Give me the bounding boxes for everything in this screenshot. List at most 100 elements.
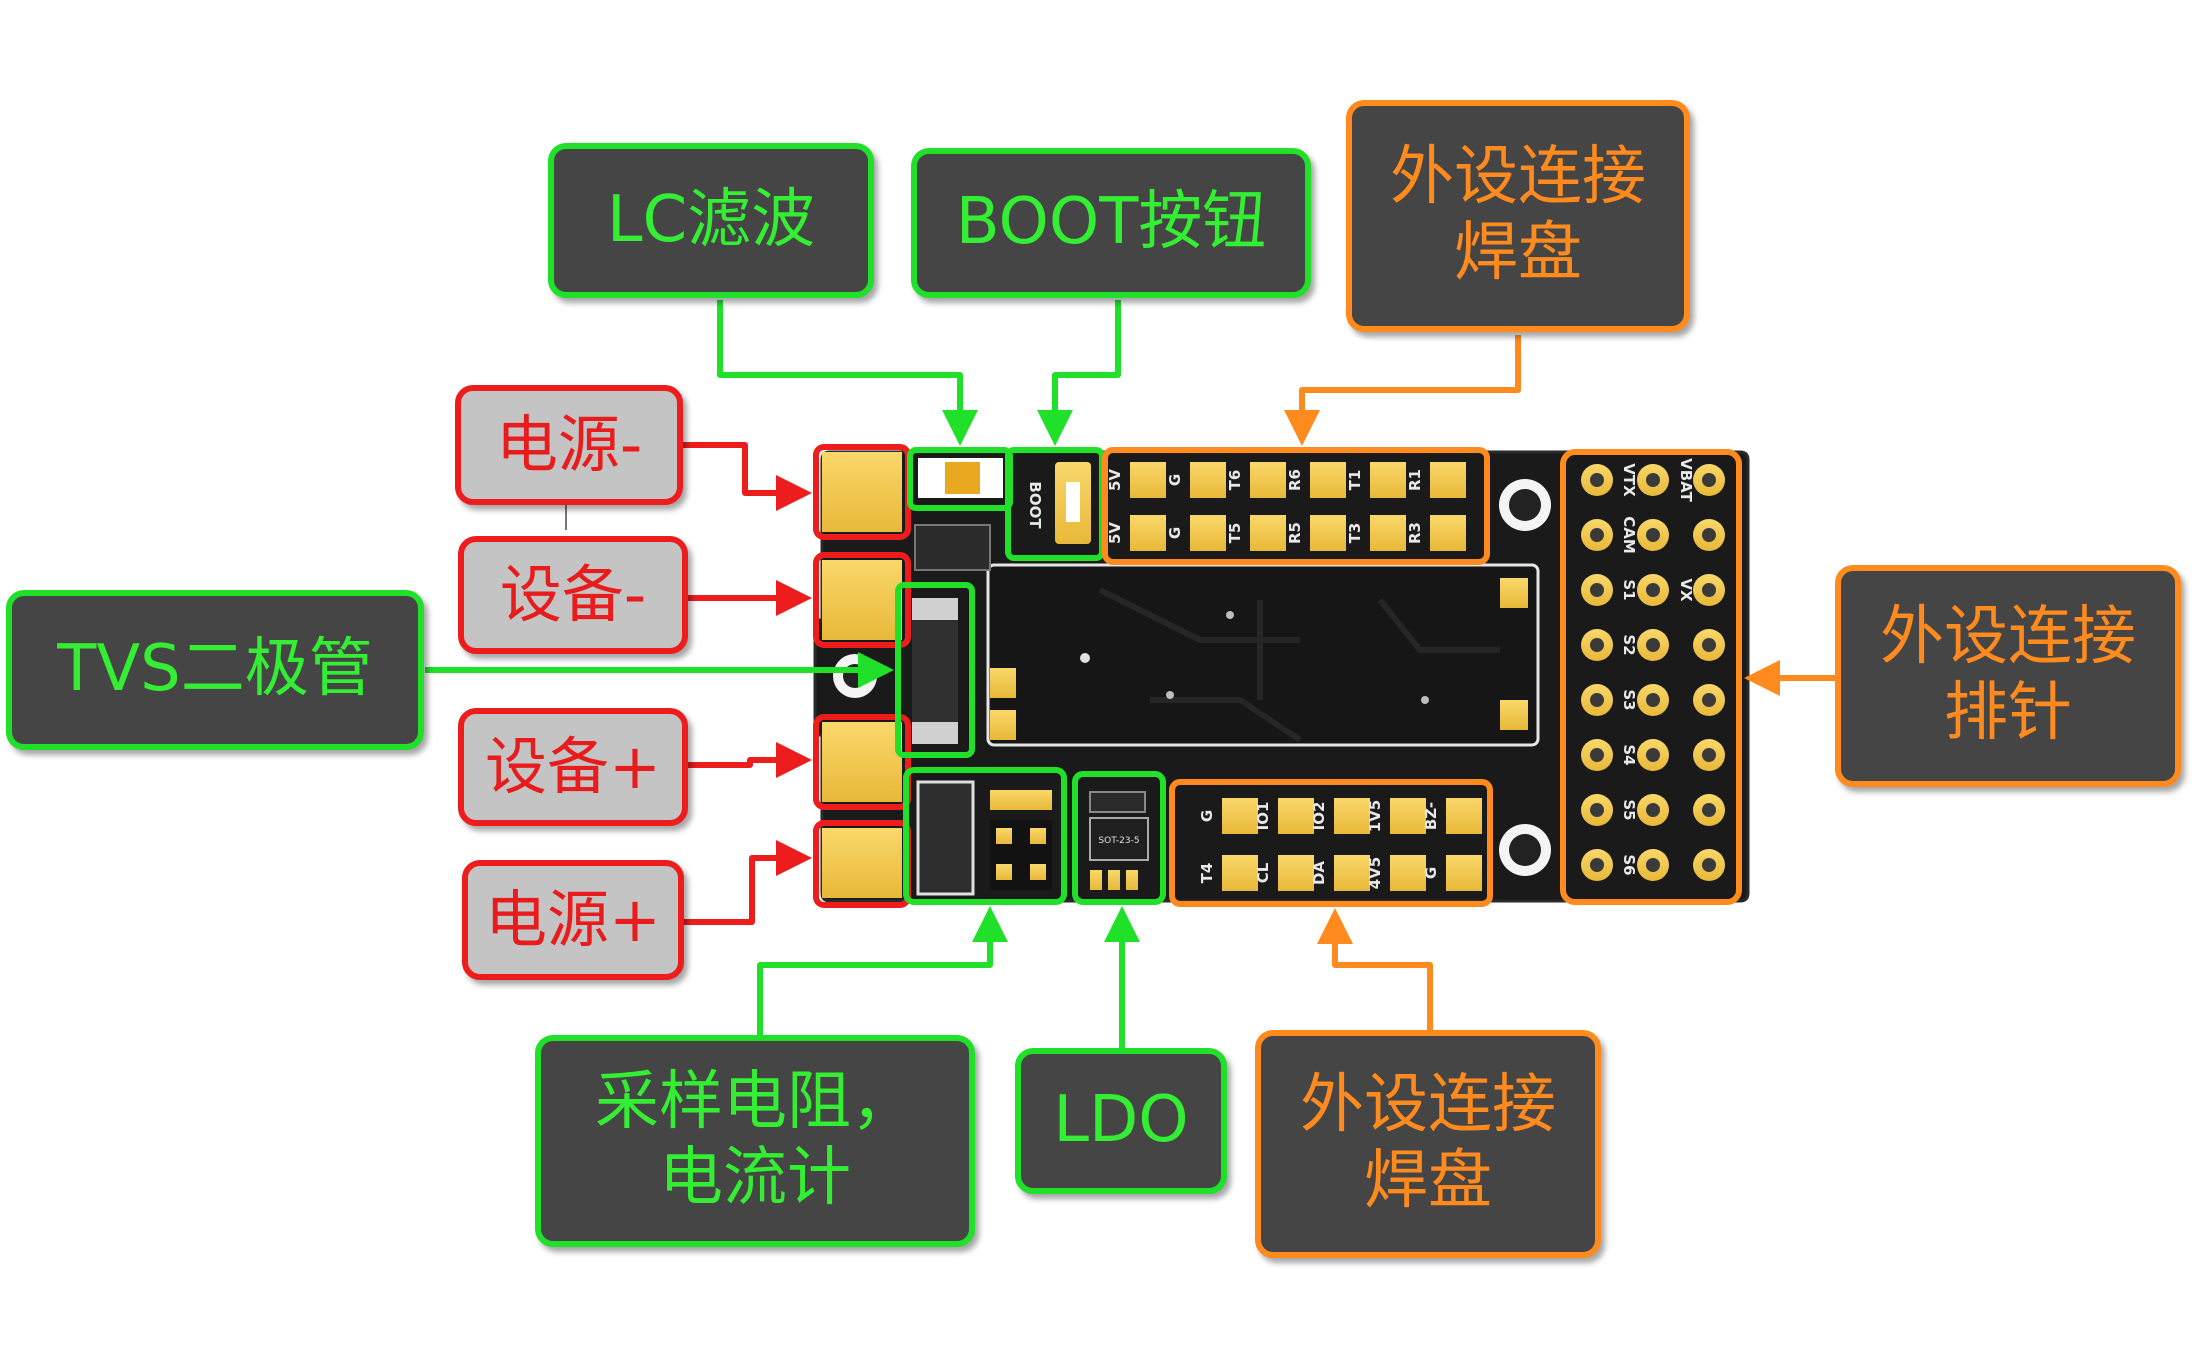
solder-pad <box>1130 515 1166 551</box>
header-pin-hole <box>1590 583 1604 597</box>
device-plus-label: 设备+ <box>485 730 661 804</box>
solder-pad <box>1250 515 1286 551</box>
shunt-resistor-label: 采样电阻， 电流计 <box>595 1065 915 1215</box>
header-pin-hole <box>1646 693 1660 707</box>
solder-pad <box>1390 798 1426 834</box>
pad-label: 5V <box>1106 469 1124 491</box>
header-label: CAM <box>1620 516 1638 554</box>
header-pin-hole <box>1646 528 1660 542</box>
solder-pad <box>1334 855 1370 891</box>
pad-label: G <box>1166 527 1184 539</box>
tvs-diode-component <box>895 582 975 758</box>
header-label: S3 <box>1620 689 1638 710</box>
header-label: S1 <box>1620 579 1638 600</box>
pad-label: 5V <box>1106 522 1124 544</box>
header-label: VBAT <box>1677 458 1695 502</box>
header-pins-callout: 外设连接 排针 <box>1835 565 2181 787</box>
header-pin-hole <box>1590 528 1604 542</box>
pad-label: G <box>1166 474 1184 486</box>
pad-label: R5 <box>1286 522 1304 544</box>
header-pin-hole <box>1702 473 1716 487</box>
header-pin-hole <box>1702 693 1716 707</box>
header-label: S4 <box>1620 744 1638 765</box>
header-pin-hole <box>1590 748 1604 762</box>
connector-lines <box>425 300 1838 1050</box>
solder-pad <box>1334 798 1370 834</box>
pads-top-callout: 外设连接 焊盘 <box>1346 100 1690 332</box>
solder-pad <box>1430 462 1466 498</box>
solder-pad <box>1278 855 1314 891</box>
boot-button-label: BOOT按钮 <box>955 185 1267 260</box>
pads-bottom-callout: 外设连接 焊盘 <box>1255 1030 1601 1258</box>
ldo-label: LDO <box>1053 1083 1189 1158</box>
pads-bottom-label: 外设连接 焊盘 <box>1300 1068 1556 1218</box>
solder-pad <box>1390 855 1426 891</box>
power-plus-callout: 电源+ <box>462 860 684 980</box>
pad-label: CL <box>1254 862 1272 883</box>
lc-filter-callout: LC滤波 <box>548 143 874 298</box>
power-minus-label: 电源- <box>495 408 643 482</box>
pad-label: R6 <box>1286 469 1304 491</box>
header-pin-hole <box>1702 858 1716 872</box>
pad-label: T4 <box>1198 863 1216 884</box>
pad-label: BZ- <box>1422 802 1440 830</box>
pad-label: IO1 <box>1254 802 1272 831</box>
power-minus-callout: 电源- <box>455 385 683 505</box>
shunt-resistor-component <box>903 767 1067 905</box>
header-label: VTX <box>1620 463 1638 497</box>
header-pin-hole <box>1590 473 1604 487</box>
header-pin-hole <box>1702 748 1716 762</box>
pad-label: G <box>1422 867 1440 879</box>
solder-pad <box>1190 462 1226 498</box>
lc-filter-label: LC滤波 <box>606 182 816 257</box>
header-pin-hole <box>1646 638 1660 652</box>
device-minus-callout: 设备- <box>458 536 688 654</box>
shunt-resistor-callout: 采样电阻， 电流计 <box>535 1035 975 1247</box>
ldo-component: SOT-23-5 <box>1072 771 1166 905</box>
solder-pad <box>1446 798 1482 834</box>
header-pin-hole <box>1646 473 1660 487</box>
header-pin-hole <box>1590 803 1604 817</box>
header-pin-hole <box>1646 748 1660 762</box>
header-pin-hole <box>1646 858 1660 872</box>
header-pin-hole <box>1646 583 1660 597</box>
solder-pad <box>1370 515 1406 551</box>
pad-label: 1V5 <box>1366 800 1384 832</box>
solder-pad <box>1190 515 1226 551</box>
device-minus-label: 设备- <box>499 558 647 632</box>
tvs-diode-callout: TVS二极管 <box>6 590 424 750</box>
solder-pad <box>1446 855 1482 891</box>
header-label: S5 <box>1620 799 1638 820</box>
solder-pad <box>1222 855 1258 891</box>
solder-pad <box>1310 462 1346 498</box>
pad-label: T5 <box>1226 523 1244 544</box>
solder-pad <box>1310 515 1346 551</box>
solder-pad <box>1130 462 1166 498</box>
power-plus-label: 电源+ <box>485 883 661 957</box>
solder-pad <box>1250 462 1286 498</box>
pad-label: 4V5 <box>1366 857 1384 889</box>
sot-label: SOT-23-5 <box>1098 836 1139 846</box>
pads-top-label: 外设连接 焊盘 <box>1390 140 1646 290</box>
solder-pad <box>1278 798 1314 834</box>
pad-label: IO2 <box>1310 802 1328 831</box>
ldo-callout: LDO <box>1015 1048 1227 1194</box>
pad-label: DA <box>1310 861 1328 885</box>
power-pads <box>813 444 911 908</box>
header-label: VX <box>1677 578 1695 602</box>
header-pin-hole <box>1702 638 1716 652</box>
tvs-diode-label: TVS二极管 <box>57 632 373 707</box>
solder-pad <box>1222 798 1258 834</box>
device-plus-callout: 设备+ <box>458 708 688 826</box>
header-label: S2 <box>1620 634 1638 655</box>
header-pin-hole <box>1702 528 1716 542</box>
header-pin-hole <box>1590 693 1604 707</box>
header-pins-label: 外设连接 排针 <box>1880 600 2136 750</box>
header-label: S6 <box>1620 854 1638 875</box>
boot-silkscreen: BOOT <box>1026 481 1044 529</box>
header-pin-hole <box>1702 803 1716 817</box>
header-pin-hole <box>1590 858 1604 872</box>
